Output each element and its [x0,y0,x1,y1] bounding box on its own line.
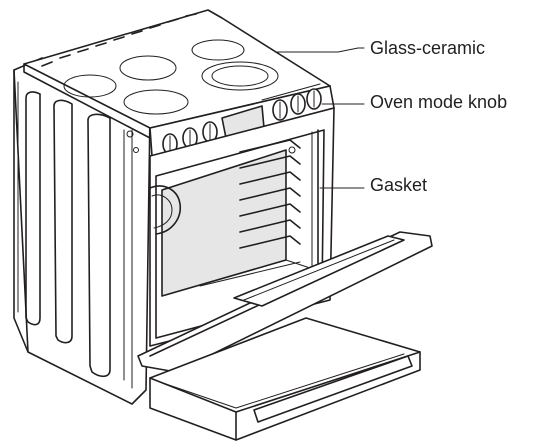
callout-label-oven-mode-knob: Oven mode knob [370,92,508,112]
warming-drawer [149,317,421,441]
drawer-handle [253,355,413,423]
range-side-panel [13,57,151,405]
oven-mode-knob-icon [272,88,322,121]
callout-leaders [275,47,365,189]
oven-door [137,231,433,373]
callout-label-glass-ceramic: Glass-ceramic [370,38,486,58]
control-console [149,85,335,157]
surface-knob-left [162,121,218,155]
cooktop [23,9,331,139]
callout-label-gasket: Gasket [370,175,428,195]
leader-glass-ceramic [275,47,365,53]
oven-racks [239,139,301,249]
